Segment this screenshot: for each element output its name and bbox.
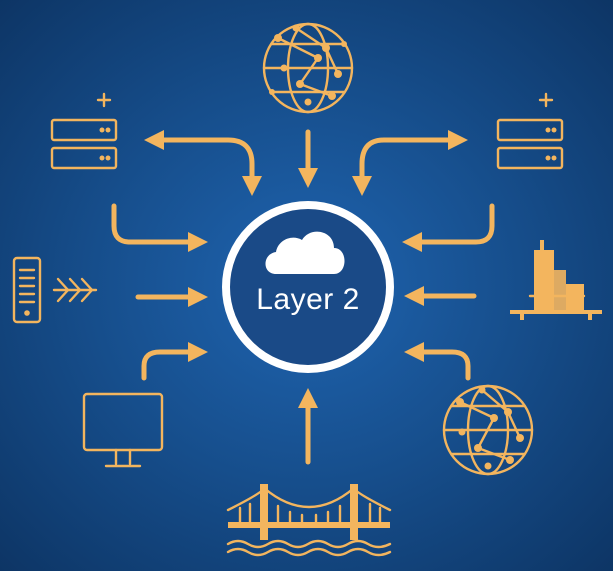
chevrons-icon [52, 277, 98, 303]
arrow-left-upper [111, 203, 208, 252]
arrow-left-lower [141, 342, 208, 381]
hub-node [222, 201, 394, 373]
server-add-icon [50, 92, 118, 170]
network-globe-icon [262, 22, 354, 114]
factory-icon [510, 240, 602, 320]
hub-circle [222, 201, 394, 373]
arrow-right-lower [404, 342, 471, 381]
arrow-top-left [144, 130, 262, 196]
arrow-top-right [352, 130, 468, 196]
cloud-icon [265, 231, 345, 274]
network-globe-icon [442, 384, 534, 476]
arrows [52, 129, 495, 465]
hub-label: Layer 2 [256, 283, 360, 316]
plus-icon [538, 92, 554, 108]
mobile-device-icon [12, 256, 42, 324]
arrow-right-upper [402, 203, 495, 252]
server-add-icon [496, 92, 564, 170]
bridge-icon [226, 484, 392, 557]
monitor-icon [82, 392, 164, 468]
plus-icon [96, 92, 112, 108]
